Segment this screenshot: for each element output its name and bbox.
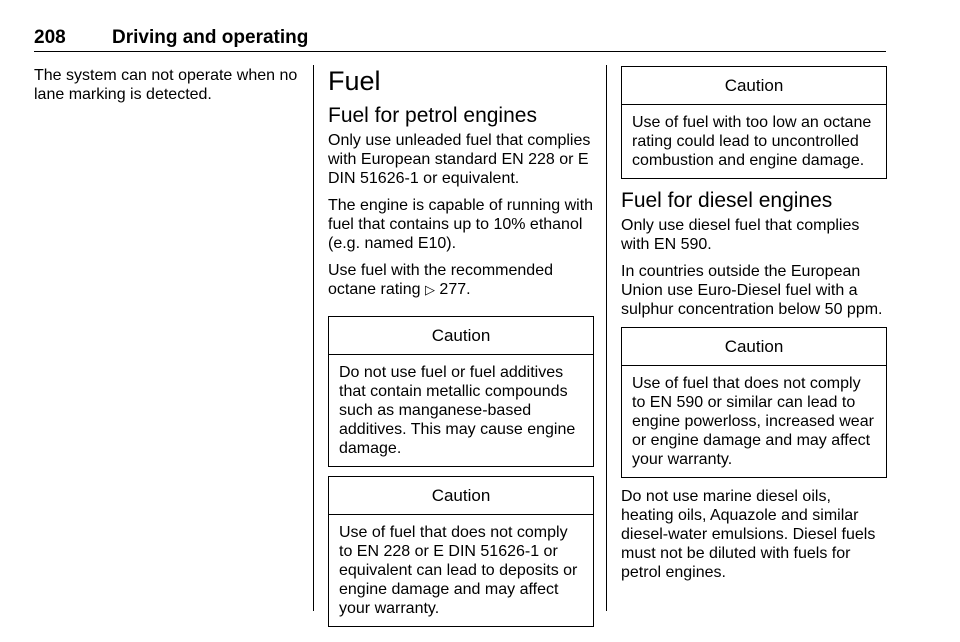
octane-text: Use fuel with the recommended octane rat… [328, 262, 553, 298]
octane-paragraph: Use fuel with the recommended octane rat… [328, 261, 594, 299]
caution-title: Caution [329, 477, 593, 515]
diesel-engines-heading: Fuel for diesel engines [621, 189, 833, 212]
lane-marking-note: The system can not operate when no lane … [34, 67, 298, 103]
fuel-heading: Fuel [328, 66, 381, 96]
arrow-ref-icon: ▷ [424, 282, 435, 297]
petrol-paragraph-1: Only use unleaded fuel that complies wit… [328, 132, 591, 187]
caution-body: Use of fuel that does not comply to EN 2… [339, 524, 578, 617]
diesel-closing-paragraph: Do not use marine diesel oils, heating o… [621, 488, 876, 581]
column-middle: Fuel Fuel for petrol engines Only use un… [328, 66, 594, 636]
column-right: Caution Use of fuel with too low an octa… [621, 66, 887, 590]
caution-box-en228-compliance: Caution Use of fuel that does not comply… [328, 476, 594, 627]
caution-box-low-octane: Caution Use of fuel with too low an octa… [621, 66, 887, 179]
column-left: The system can not operate when no lane … [34, 66, 304, 112]
caution-title: Caution [622, 67, 886, 105]
diesel-paragraph-2: In countries outside the European Union … [621, 263, 883, 318]
petrol-engines-heading: Fuel for petrol engines [328, 104, 537, 127]
caution-body: Do not use fuel or fuel additives that c… [339, 364, 576, 457]
caution-box-en590-compliance: Caution Use of fuel that does not comply… [621, 327, 887, 478]
column-divider-right [606, 65, 607, 611]
caution-body: Use of fuel with too low an octane ratin… [632, 114, 872, 169]
caution-body: Use of fuel that does not comply to EN 5… [632, 375, 874, 468]
diesel-paragraph-1: Only use diesel fuel that complies with … [621, 217, 860, 253]
caution-box-metallic-additives: Caution Do not use fuel or fuel additive… [328, 316, 594, 467]
section-title: Driving and operating [112, 27, 309, 48]
page-number: 208 [34, 27, 66, 48]
octane-page-link[interactable]: 277. [439, 281, 471, 298]
page-header: 208 Driving and operating [34, 27, 886, 52]
caution-title: Caution [622, 328, 886, 366]
petrol-paragraph-2: The engine is capable of running with fu… [328, 197, 594, 252]
caution-title: Caution [329, 317, 593, 355]
column-divider-left [313, 65, 314, 611]
